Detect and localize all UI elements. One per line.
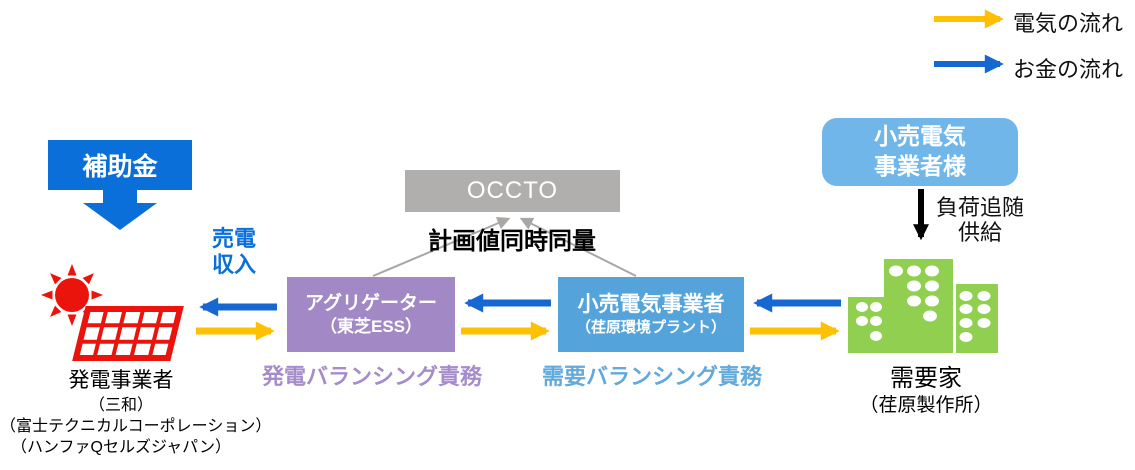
partner-line2: 事業者様 <box>874 153 966 179</box>
generator-caption: 発電事業者 （三和） （富士テクニカルコーポレーション） （ハンファQセルズジャ… <box>0 367 272 458</box>
occto-connector-from-retailer <box>519 217 637 277</box>
generator-company-3: （ハンファQセルズジャパン） <box>11 438 231 456</box>
buildings-icon <box>848 259 998 353</box>
sales-revenue-label: 売電 収入 <box>211 226 256 277</box>
retailer-role-label: 需要バランシング責務 <box>541 364 762 389</box>
occto-connector-from-aggregator <box>372 217 511 277</box>
occto-rule-label: 計画値同時同量 <box>428 228 596 255</box>
consumer-name: 需要家 <box>890 365 962 392</box>
retailer-company: （荏原環境プラント） <box>575 319 726 337</box>
legend-electricity-label: 電気の流れ <box>1013 11 1124 36</box>
generator-name: 発電事業者 <box>68 369 174 392</box>
aggregator-role-label: 発電バランシング責務 <box>261 364 482 389</box>
subsidy-down-arrow-icon <box>83 190 157 230</box>
subsidy-label: 補助金 <box>82 153 158 181</box>
sun-icon <box>41 264 103 326</box>
subsidy-box: 補助金 <box>48 140 192 190</box>
consumer-caption: 需要家 （荏原製作所） <box>845 364 1007 418</box>
legend-money-label: お金の流れ <box>1013 57 1124 82</box>
generator-company-2: （富士テクニカルコーポレーション） <box>0 417 272 435</box>
aggregator-name: アグリゲーター <box>304 293 438 314</box>
occto-box: OCCTO <box>405 170 620 212</box>
solar-panel-icon <box>72 306 184 361</box>
retailer-box: 小売電気事業者 （荏原環境プラント） <box>558 277 744 352</box>
occto-label: OCCTO <box>466 177 559 204</box>
consumer-company: （荏原製作所） <box>859 395 993 416</box>
partner-line1: 小売電気 <box>874 123 966 150</box>
load-following-supply-label: 負荷追随 供給 <box>935 195 1024 246</box>
generator-company-1: （三和） <box>88 396 153 414</box>
retailer-name: 小売電気事業者 <box>577 293 725 317</box>
aggregator-company: （東芝ESS） <box>319 316 423 336</box>
retail-partner-box: 小売電気 事業者様 <box>822 118 1018 186</box>
aggregator-box: アグリゲーター （東芝ESS） <box>287 277 455 352</box>
